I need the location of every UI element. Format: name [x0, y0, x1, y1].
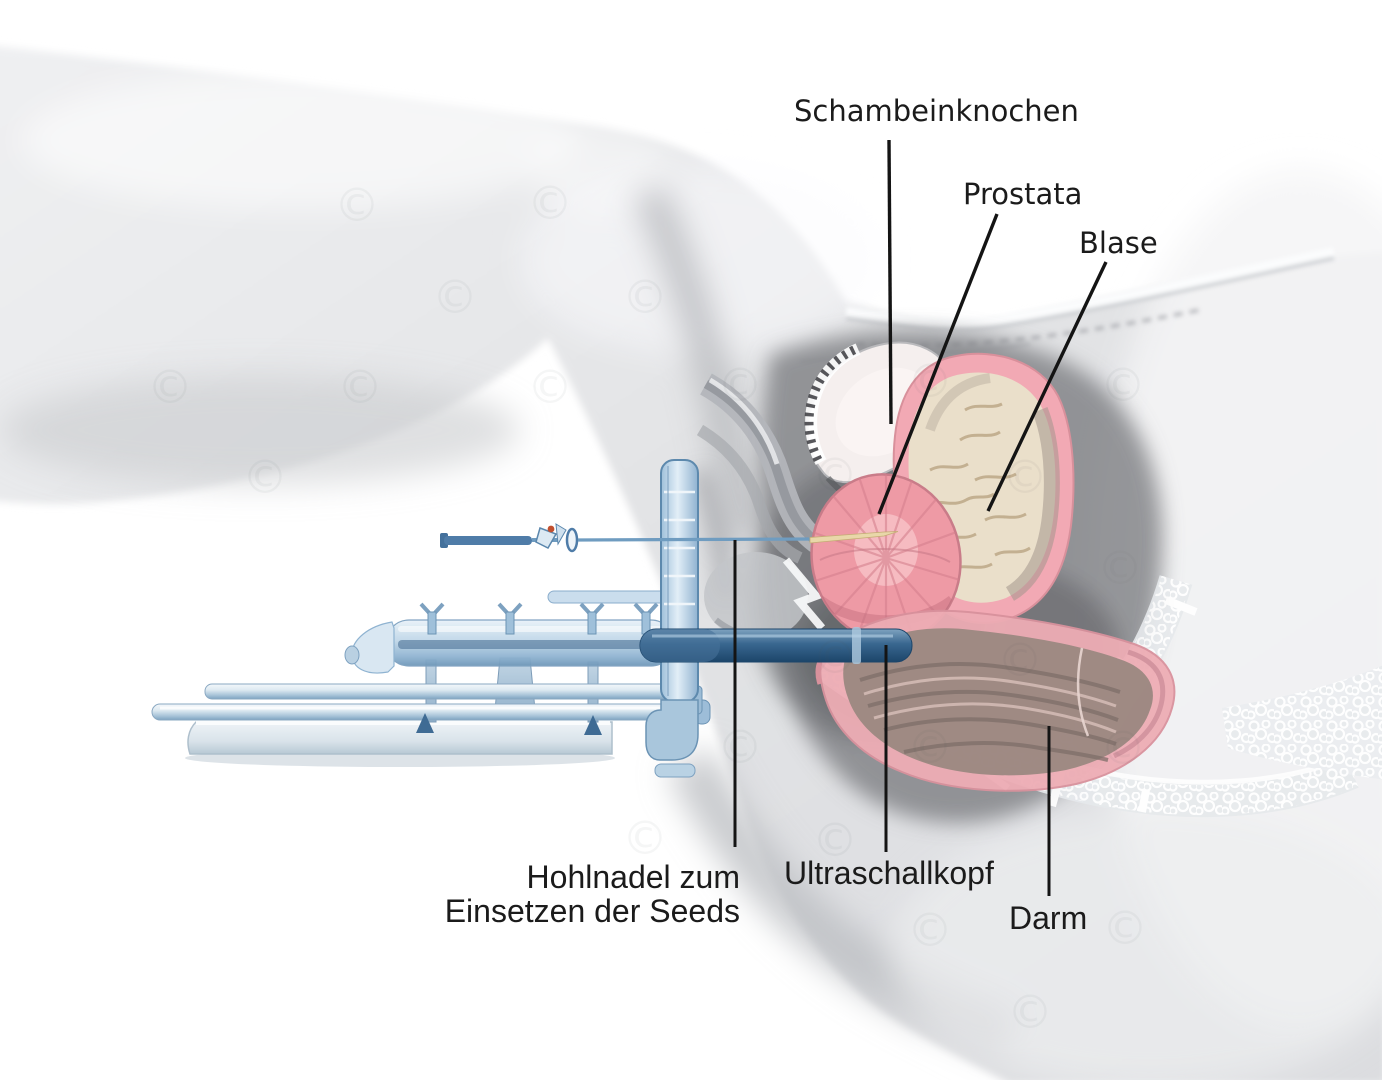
- prostate: [810, 462, 963, 652]
- label-hohlnadel-line2: Einsetzen der Seeds: [444, 893, 740, 929]
- needle-marker: [547, 525, 555, 533]
- pointer-line-schambeinknochen: [887, 139, 893, 425]
- brachytherapy-device: [151, 459, 913, 778]
- needle-tip: [809, 531, 899, 544]
- label-darm: Darm: [1009, 900, 1088, 936]
- template-grid: [664, 490, 695, 634]
- label-ultraschallkopf: Ultraschallkopf: [784, 855, 994, 891]
- label-schambeinknochen: Schambeinknochen: [794, 94, 1079, 128]
- label-hohlnadel: Hohlnadel zum Einsetzen der Seeds: [420, 860, 740, 928]
- foot-clamp-right: [584, 715, 602, 735]
- bladder-creases: [924, 402, 1031, 572]
- rectum-folds: [859, 662, 1121, 762]
- seed-needle: [440, 523, 899, 553]
- pointer-line-blase: [986, 261, 1108, 512]
- label-blase: Blase: [1079, 226, 1158, 260]
- pointer-line-prostata: [877, 213, 999, 515]
- needle-shaft: [577, 537, 813, 542]
- base-plate: [187, 721, 613, 755]
- scrotum: [704, 552, 808, 640]
- foot-clamp-left: [416, 713, 434, 733]
- template-foot: [645, 699, 699, 761]
- label-prostata: Prostata: [963, 177, 1083, 211]
- bone-hatch: [804, 344, 858, 463]
- label-hohlnadel-line1: Hohlnadel zum: [526, 859, 740, 895]
